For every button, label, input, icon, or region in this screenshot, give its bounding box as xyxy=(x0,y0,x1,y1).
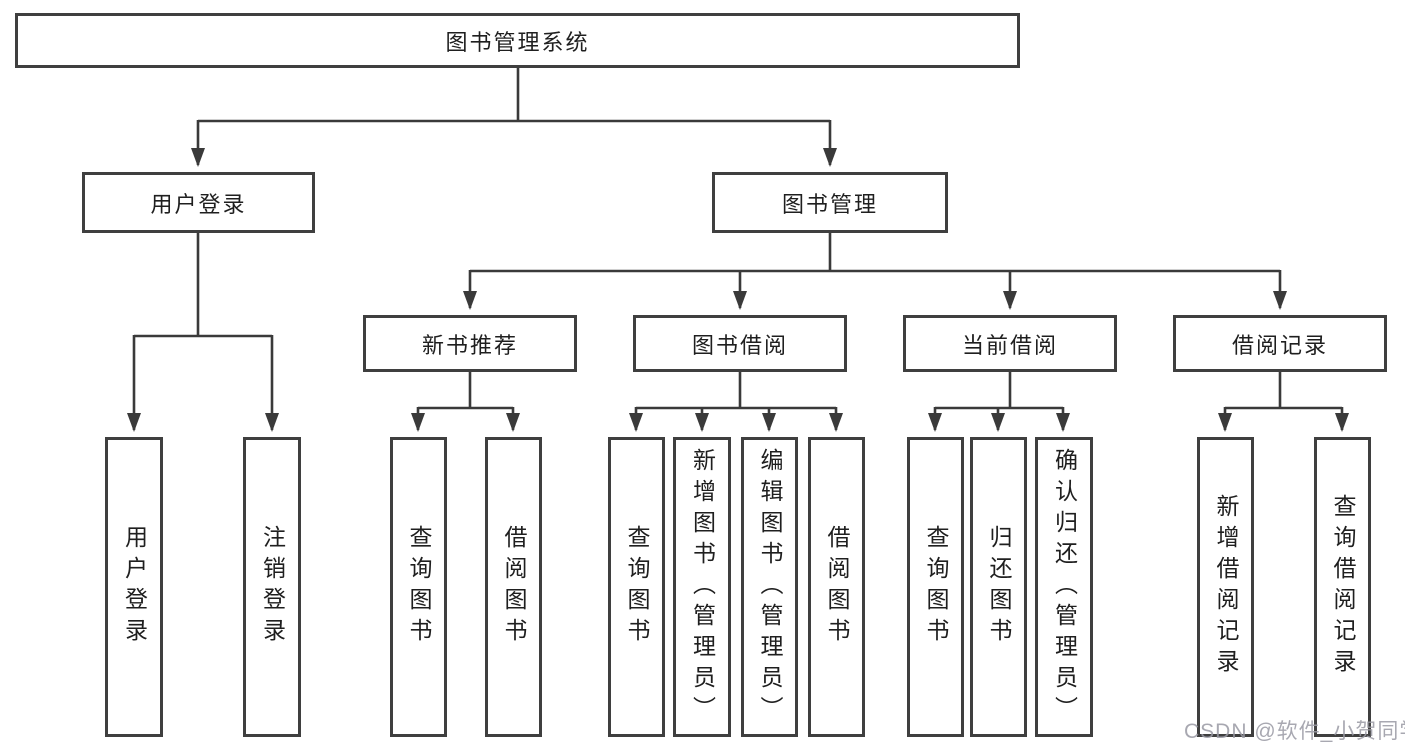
node-user-login: 用户登录 xyxy=(82,172,315,233)
leaf-edit-books-admin: 编辑图书（管理员） xyxy=(741,437,798,737)
leaf-query-books-recommend: 查询图书 xyxy=(390,437,447,737)
leaf-return-books: 归还图书 xyxy=(970,437,1027,737)
node-new-book-recommend: 新书推荐 xyxy=(363,315,577,372)
node-current-borrow: 当前借阅 xyxy=(903,315,1117,372)
leaf-query-borrow-record: 查询借阅记录 xyxy=(1314,437,1371,737)
leaf-query-books-borrow: 查询图书 xyxy=(608,437,665,737)
node-book-borrow: 图书借阅 xyxy=(633,315,847,372)
csdn-watermark: CSDN @软件_小贺同学 xyxy=(1184,720,1405,743)
leaf-borrow-books: 借阅图书 xyxy=(808,437,865,737)
node-root-system: 图书管理系统 xyxy=(15,13,1020,68)
leaf-confirm-return-admin: 确认归还（管理员） xyxy=(1035,437,1093,737)
leaf-add-books-admin: 新增图书（管理员） xyxy=(673,437,731,737)
leaf-borrow-books-recommend: 借阅图书 xyxy=(485,437,542,737)
leaf-logout: 注销登录 xyxy=(243,437,301,737)
node-book-management: 图书管理 xyxy=(712,172,948,233)
leaf-user-login: 用户登录 xyxy=(105,437,163,737)
leaf-query-books-current: 查询图书 xyxy=(907,437,964,737)
leaf-add-borrow-record: 新增借阅记录 xyxy=(1197,437,1254,737)
node-borrow-records: 借阅记录 xyxy=(1173,315,1387,372)
